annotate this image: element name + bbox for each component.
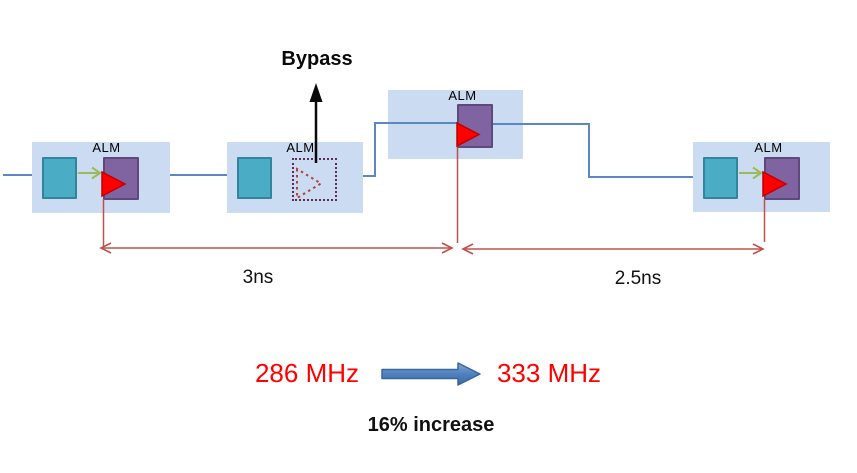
alm-block-4-register xyxy=(764,157,800,200)
wire-block3-to-block4 xyxy=(493,123,693,178)
alm-block-1-register xyxy=(103,157,139,200)
dimension-arrow-3ns-right-head-icon xyxy=(441,242,454,254)
alm-block-2-label: ALM xyxy=(286,140,315,155)
alm-block-2-lut xyxy=(237,157,272,199)
frequency-block-arrow-icon xyxy=(381,362,481,386)
dimension-arrow-3ns-left-head-icon xyxy=(99,242,112,254)
alm-block-1-label: ALM xyxy=(92,140,121,155)
bypass-arrow-head-icon xyxy=(309,83,323,102)
frequency-before: 286 MHz xyxy=(254,358,360,388)
alm-block-4-label: ALM xyxy=(754,140,783,155)
dimension-arrow-2-5ns-left-head-icon xyxy=(461,243,474,255)
delay-label-3ns: 3ns xyxy=(242,267,274,288)
delay-label-2-5ns: 2.5ns xyxy=(614,268,662,289)
alm-block-1-lut xyxy=(42,157,77,199)
alm-block-3-register xyxy=(457,104,493,148)
frequency-after: 333 MHz xyxy=(496,358,602,388)
alm-block-3-label: ALM xyxy=(448,88,477,103)
bypass-label: Bypass xyxy=(281,48,353,70)
increase-label: 16% increase xyxy=(367,414,495,436)
alm-block-4-lut xyxy=(703,157,738,199)
alm-block-2-bypassed-register xyxy=(292,158,337,201)
dimension-arrow-2-5ns-right-head-icon xyxy=(752,243,765,255)
